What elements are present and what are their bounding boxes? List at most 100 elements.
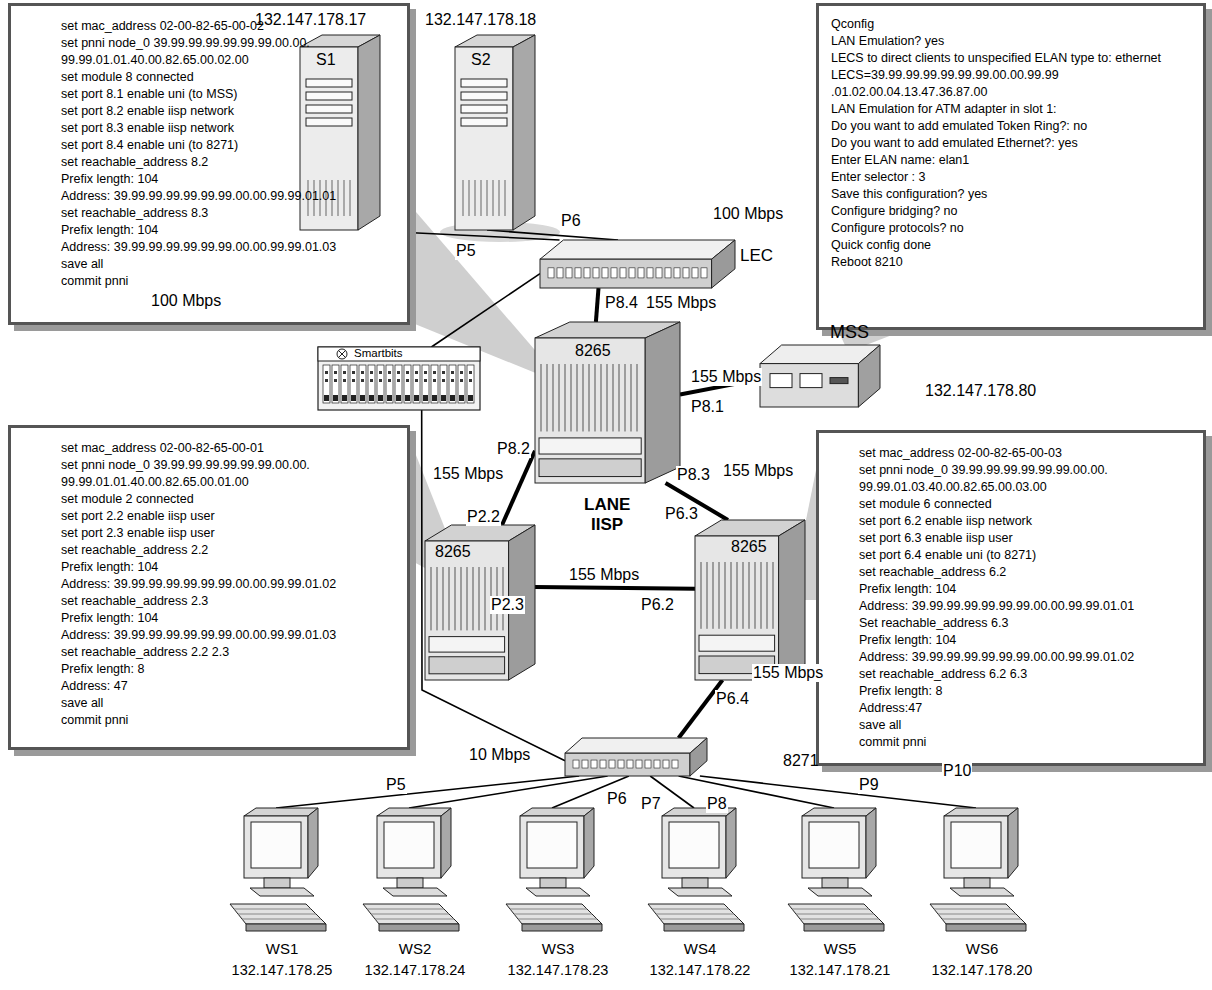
device-face [441,808,451,878]
device-part [469,379,472,382]
device-part [450,395,455,401]
config-line: Quick config done [831,237,931,254]
link-line [700,776,976,808]
device-part [359,365,366,403]
device-part [468,395,473,401]
device-detail [431,567,432,630]
device-part [306,92,352,100]
device-part [627,760,633,768]
device-part [809,822,859,868]
device-detail [749,562,750,629]
logo-symbol [337,349,347,359]
device-label: 132.147.178.80 [925,382,1036,400]
device-part [414,395,419,401]
device-part [770,374,792,388]
device-part [370,371,373,374]
device-detail [485,567,486,630]
config-line: set port 8.2 enable iisp network [61,103,234,120]
device-detail [487,180,488,216]
device-face [363,904,459,924]
device-part [343,379,346,382]
device-part [760,364,858,407]
port-label: P9 [858,776,880,794]
device-part [300,47,358,230]
device-part [342,395,347,401]
device-detail [339,351,346,358]
device-detail [541,364,542,431]
mss-server-drawing [760,345,880,407]
device-part [378,395,383,401]
link-note: 155 Mbps [568,566,640,584]
device-part [429,637,505,653]
device-part [432,395,437,401]
device-detail [469,180,470,216]
config-line: save all [859,717,901,734]
device-part [460,379,463,382]
device-part [565,753,690,776]
device-face [379,924,459,931]
port-label: P8.4 [604,294,639,312]
device-name: WS1 [266,940,299,957]
workstation-drawing [922,808,1042,932]
device-part [618,760,624,768]
device-part [467,365,474,403]
config-line: set reachable_address 8.3 [61,205,208,222]
device-face [930,904,1026,924]
config-line: set mac_address 02-00-82-65-00-02 [61,18,264,35]
atm-switch: 8265 [535,322,680,483]
device-face [522,924,602,931]
device-part [662,816,726,878]
device-part [251,822,301,868]
device-part [548,268,554,278]
port-label: P6 [606,790,628,808]
link-line [502,451,535,525]
config-line: Address: 47 [61,678,128,695]
device-part [682,878,708,888]
device-part [352,371,355,374]
device-part [802,816,866,878]
config-line: Prefix length: 104 [859,632,956,649]
config-line: commit pnni [859,734,926,751]
device-part [397,379,400,382]
device-detail [731,562,732,629]
device-part [830,378,848,384]
device-part [306,118,352,126]
device-face [383,888,447,896]
device-part [424,371,427,374]
device-part [306,79,352,87]
link-line [487,230,618,240]
device-detail [796,914,874,915]
workstation: WS5132.147.178.21 [780,808,900,932]
link-line [276,776,579,808]
device-part [341,365,348,403]
config-line: set port 8.1 enable uni (to MSS) [61,86,237,103]
device-detail [308,180,309,216]
device-detail [725,562,726,629]
device-part [395,365,402,403]
config-line: Address: 39.99.99.99.99.99.99.00.00.99.9… [61,239,336,256]
device-detail [461,567,462,630]
config-box: set mac_address 02-00-82-65-00-01set pnn… [8,425,410,750]
device-name: LEC [740,246,773,266]
config-line: Prefix length: 104 [61,559,158,576]
config-line: Set reachable_address 6.3 [859,615,1008,632]
config-line: LECS to direct clients to unspecified EL… [831,50,1161,67]
device-part [244,816,308,878]
device-part [822,878,848,888]
workstation: WS2132.147.178.24 [355,808,475,932]
device-part [458,365,465,403]
port-label: P8.2 [496,440,531,458]
device-detail [234,909,311,910]
device-name: 8265 [575,342,611,360]
device-part [433,379,436,382]
config-line: set reachable_address 6.2 6.3 [859,666,1027,683]
device-face [377,808,451,816]
device-part [386,365,393,403]
device-part [404,365,411,403]
device-detail [505,180,506,216]
device-part [557,268,563,278]
device-part [602,268,608,278]
config-line: commit pnni [61,273,128,290]
config-line: Enter selector : 3 [831,169,926,186]
